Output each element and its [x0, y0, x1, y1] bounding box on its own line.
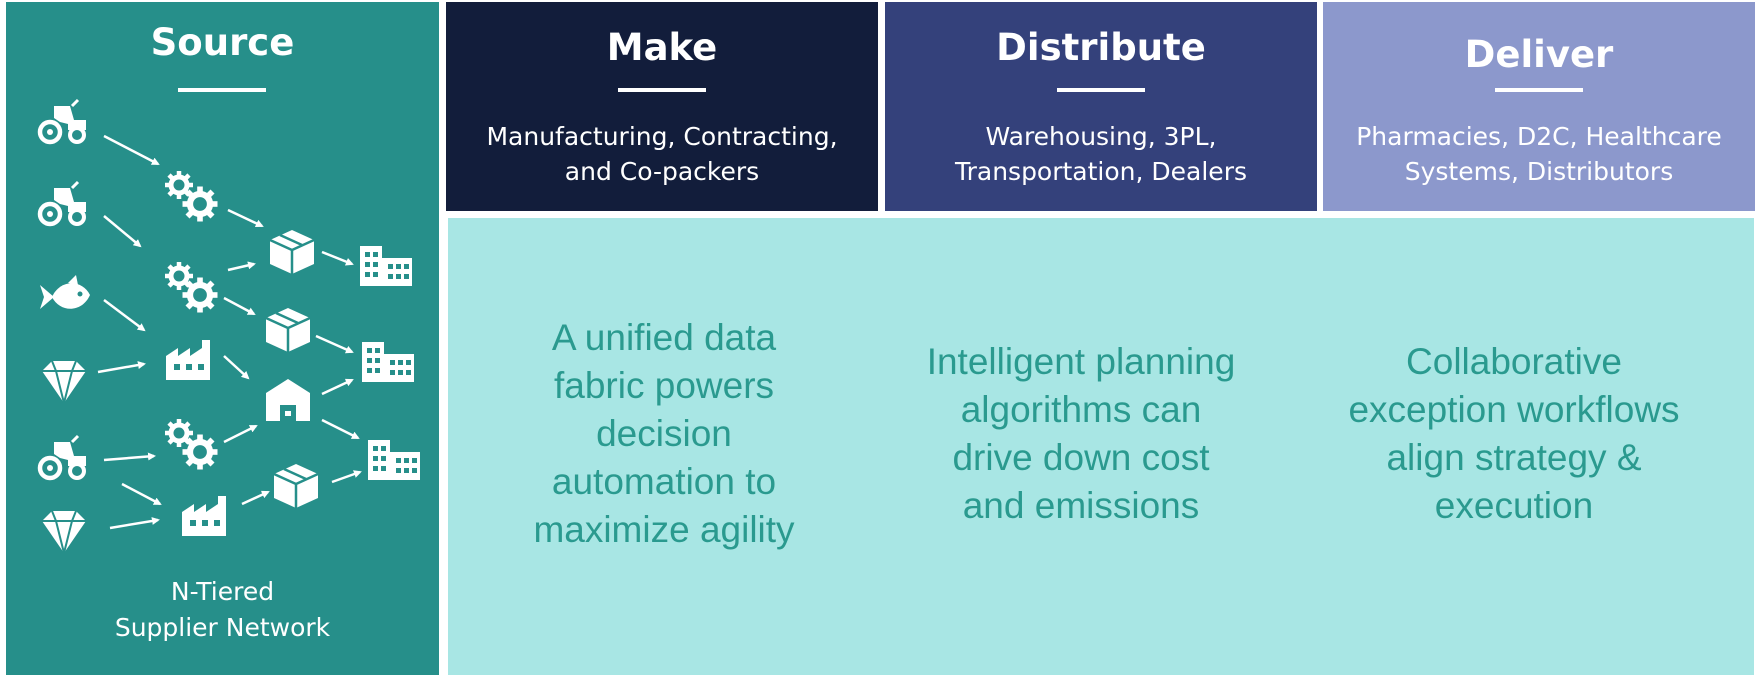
arrow-icon	[97, 134, 362, 530]
package-icon	[264, 306, 312, 354]
make-title-underline	[618, 88, 706, 92]
deliver-title-underline	[1495, 88, 1583, 92]
gem-icon	[41, 510, 87, 554]
warehouse-icon	[266, 379, 310, 421]
make-header: Make Manufacturing, Contracting, and Co-…	[446, 2, 878, 211]
value-panel: A unified data fabric powers decision au…	[448, 218, 1754, 675]
deliver-title: Deliver	[1464, 33, 1614, 76]
network-caption: N-Tiered Supplier Network	[114, 577, 331, 642]
message-collaborative-workflows: Collaborative exception workflows align …	[1348, 341, 1680, 526]
gears-icon	[165, 171, 218, 222]
distribute-header: Distribute Warehousing, 3PL, Transportat…	[885, 2, 1317, 211]
source-title-underline	[178, 88, 266, 92]
distribute-title-underline	[1057, 88, 1145, 92]
package-icon	[268, 228, 316, 276]
deliver-header: Deliver Pharmacies, D2C, Healthcare Syst…	[1323, 2, 1755, 211]
source-panel: Source	[6, 2, 439, 675]
gears-icon	[165, 419, 218, 470]
supplier-network-diagram	[6, 2, 420, 554]
tractor-icon	[40, 182, 86, 224]
fish-icon	[40, 275, 90, 309]
tractor-icon	[40, 100, 86, 142]
distribute-title: Distribute	[996, 26, 1206, 69]
factory-icon	[166, 340, 210, 380]
package-icon	[272, 462, 320, 510]
source-title: Source	[150, 21, 295, 64]
distribute-subtitle: Warehousing, 3PL, Transportation, Dealer…	[955, 122, 1247, 186]
factory-icon	[182, 496, 226, 536]
building-icon	[360, 246, 412, 286]
building-icon	[362, 342, 414, 382]
gem-icon	[41, 360, 87, 404]
message-intelligent-planning: Intelligent planning algorithms can driv…	[926, 341, 1236, 526]
tractor-icon	[40, 436, 86, 478]
make-subtitle: Manufacturing, Contracting, and Co-packe…	[486, 122, 838, 186]
make-title: Make	[606, 26, 718, 69]
message-unified-data-fabric: A unified data fabric powers decision au…	[533, 317, 795, 550]
deliver-subtitle: Pharmacies, D2C, Healthcare Systems, Dis…	[1356, 122, 1722, 186]
gears-icon	[165, 262, 218, 313]
building-icon	[368, 440, 420, 480]
